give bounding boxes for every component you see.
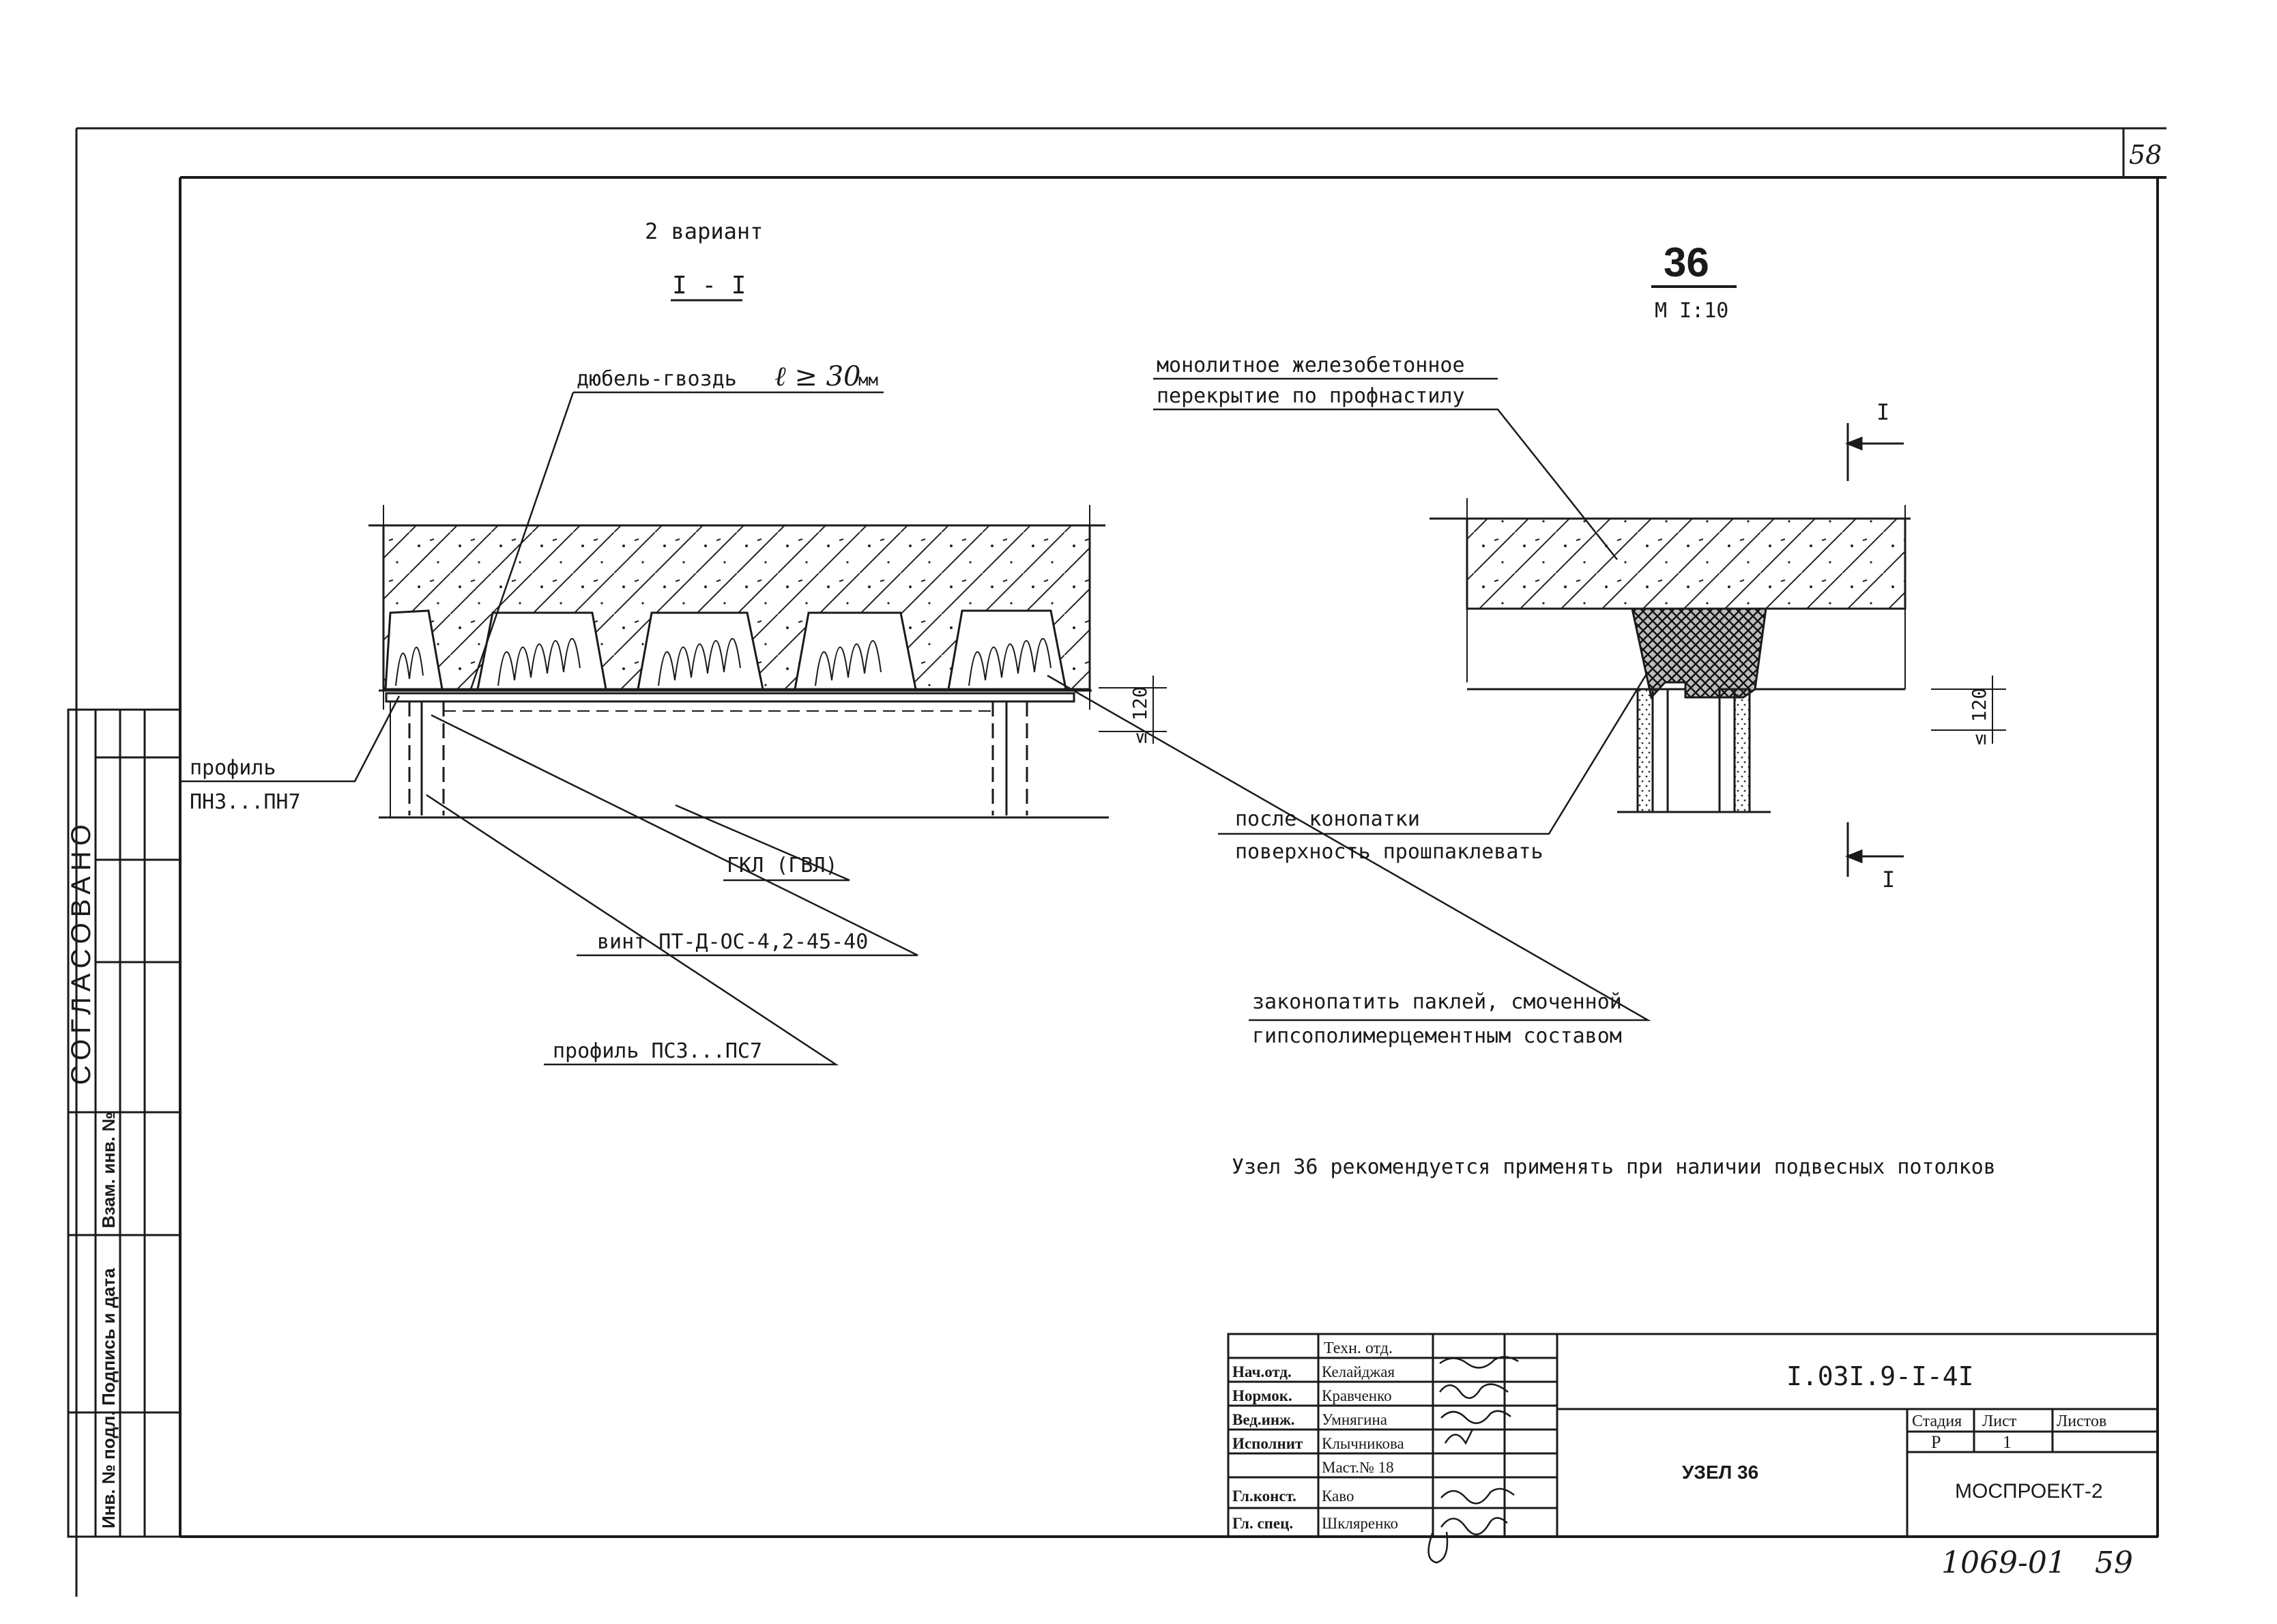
dim-120-right (1931, 676, 2006, 744)
tow-filling (395, 638, 1052, 686)
tb-role: Исполнит (1232, 1435, 1303, 1452)
tow-seal (1631, 607, 1767, 700)
stamp-sign-date: Подпись и дата (98, 1268, 119, 1406)
tb-tech-dept: Техн. отд. (1324, 1339, 1393, 1357)
runner-profile (385, 692, 1075, 703)
dim-120-left (1099, 676, 1167, 744)
label-gkl: ГКЛ (ГВЛ) (727, 854, 838, 878)
left-leaders (179, 391, 1651, 1066)
label-profile-pn-range: ПН3...ПН7 (190, 790, 301, 814)
wall-board-left (1636, 688, 1654, 813)
tb-role: Нач.отд. (1232, 1363, 1292, 1380)
sheet-frame (75, 127, 2166, 1597)
label-caulk-2: гипсополимерцементным составом (1252, 1024, 1622, 1048)
variant-label: 2 вариант (645, 218, 763, 244)
right-leaders (1153, 377, 1659, 835)
label-profile-ps: профиль ПС3...ПС7 (553, 1039, 762, 1063)
tb-org: МОСПРОЕКТ-2 (1955, 1480, 2103, 1503)
cut-mark-top: I (1876, 399, 1889, 425)
tb-name: Шкляренко (1322, 1515, 1398, 1532)
label-after-2: поверхность прошпаклевать (1235, 840, 1543, 864)
label-profile-pn: профиль (190, 756, 276, 780)
wall-board-left-inner (1651, 688, 1669, 813)
label-dowel: дюбель-гвоздь (577, 367, 737, 391)
label-dowel-unit: мм (858, 371, 878, 390)
tb-doc-code: I.03I.9-I-4I (1786, 1361, 1974, 1391)
tb-sheets-header: Листов (2057, 1412, 2106, 1430)
node-scale: М I:10 (1655, 299, 1728, 323)
tb-rows: Нач.отд. Келайджая Нормок. Кравченко Вед… (1232, 1363, 1404, 1532)
cut-marks (1844, 423, 1904, 877)
tb-name: Умнягина (1322, 1411, 1387, 1428)
tb-name: Клычникова (1322, 1435, 1404, 1452)
tb-sheet-header: Лист (1982, 1412, 2017, 1430)
page-number-bottom: 59 (2095, 1546, 2133, 1580)
label-dowel-formula: ℓ ≥ 30 (774, 361, 861, 392)
section-mark-left: I - I (672, 272, 746, 300)
tb-role: Нормок. (1232, 1387, 1292, 1404)
tb-role: Гл.конст. (1232, 1488, 1296, 1505)
left-slab-drawing: ≤ 120 (368, 505, 1167, 819)
tb-title: УЗЕЛ 36 (1682, 1462, 1758, 1483)
tb-name: Каво (1322, 1488, 1354, 1505)
archive-number: 1069-01 (1941, 1546, 2066, 1580)
stamp-inv-orig: Инв. № подл. (98, 1410, 119, 1528)
title-block-grid (1227, 1333, 2159, 1538)
stud-profiles (408, 701, 1028, 815)
dim-120-right-label: ≤ 120 (1968, 688, 1990, 745)
label-screw: винт ПТ-Д-ОС-4,2-45-40 (597, 930, 868, 954)
tb-name: Маст.№ 18 (1322, 1459, 1394, 1476)
stamp-agreed: СОГЛАСОВАНО (66, 819, 96, 1085)
wall-board-right-inner (1718, 688, 1736, 813)
node-note: Узел 36 рекомендуется применять при нали… (1232, 1155, 1996, 1179)
tb-name: Келайджая (1322, 1363, 1395, 1380)
tb-role: Вед.инж. (1232, 1411, 1295, 1428)
wall-board-right (1733, 688, 1751, 813)
cut-mark-bottom: I (1882, 867, 1895, 893)
label-caulk-1: законопатить паклей, смоченной (1252, 990, 1622, 1014)
page-number-top: 58 (2129, 140, 2162, 170)
tb-stage: Р (1931, 1432, 1941, 1452)
node-number: 36 (1664, 240, 1709, 285)
tb-role: Гл. спец. (1232, 1515, 1293, 1532)
tb-sheet: 1 (2003, 1432, 2012, 1452)
right-concrete-slab (1466, 517, 1906, 610)
deck-ribs (384, 609, 1067, 691)
dim-120-left-label: ≤ 120 (1129, 686, 1151, 744)
label-after-1: после конопатки (1235, 807, 1420, 831)
stamp-inv-repl: Взам. инв. № (98, 1112, 119, 1228)
right-node-drawing: I I ≤ 120 (1430, 399, 2006, 893)
tb-stage-header: Стадия (1912, 1412, 1962, 1430)
signatures (1427, 1356, 1519, 1564)
label-slab-2: перекрытие по профнастилу (1157, 384, 1465, 408)
side-stamp (67, 708, 182, 1538)
tb-name: Кравченко (1322, 1387, 1392, 1404)
label-slab-1: монолитное железобетонное (1157, 353, 1465, 377)
